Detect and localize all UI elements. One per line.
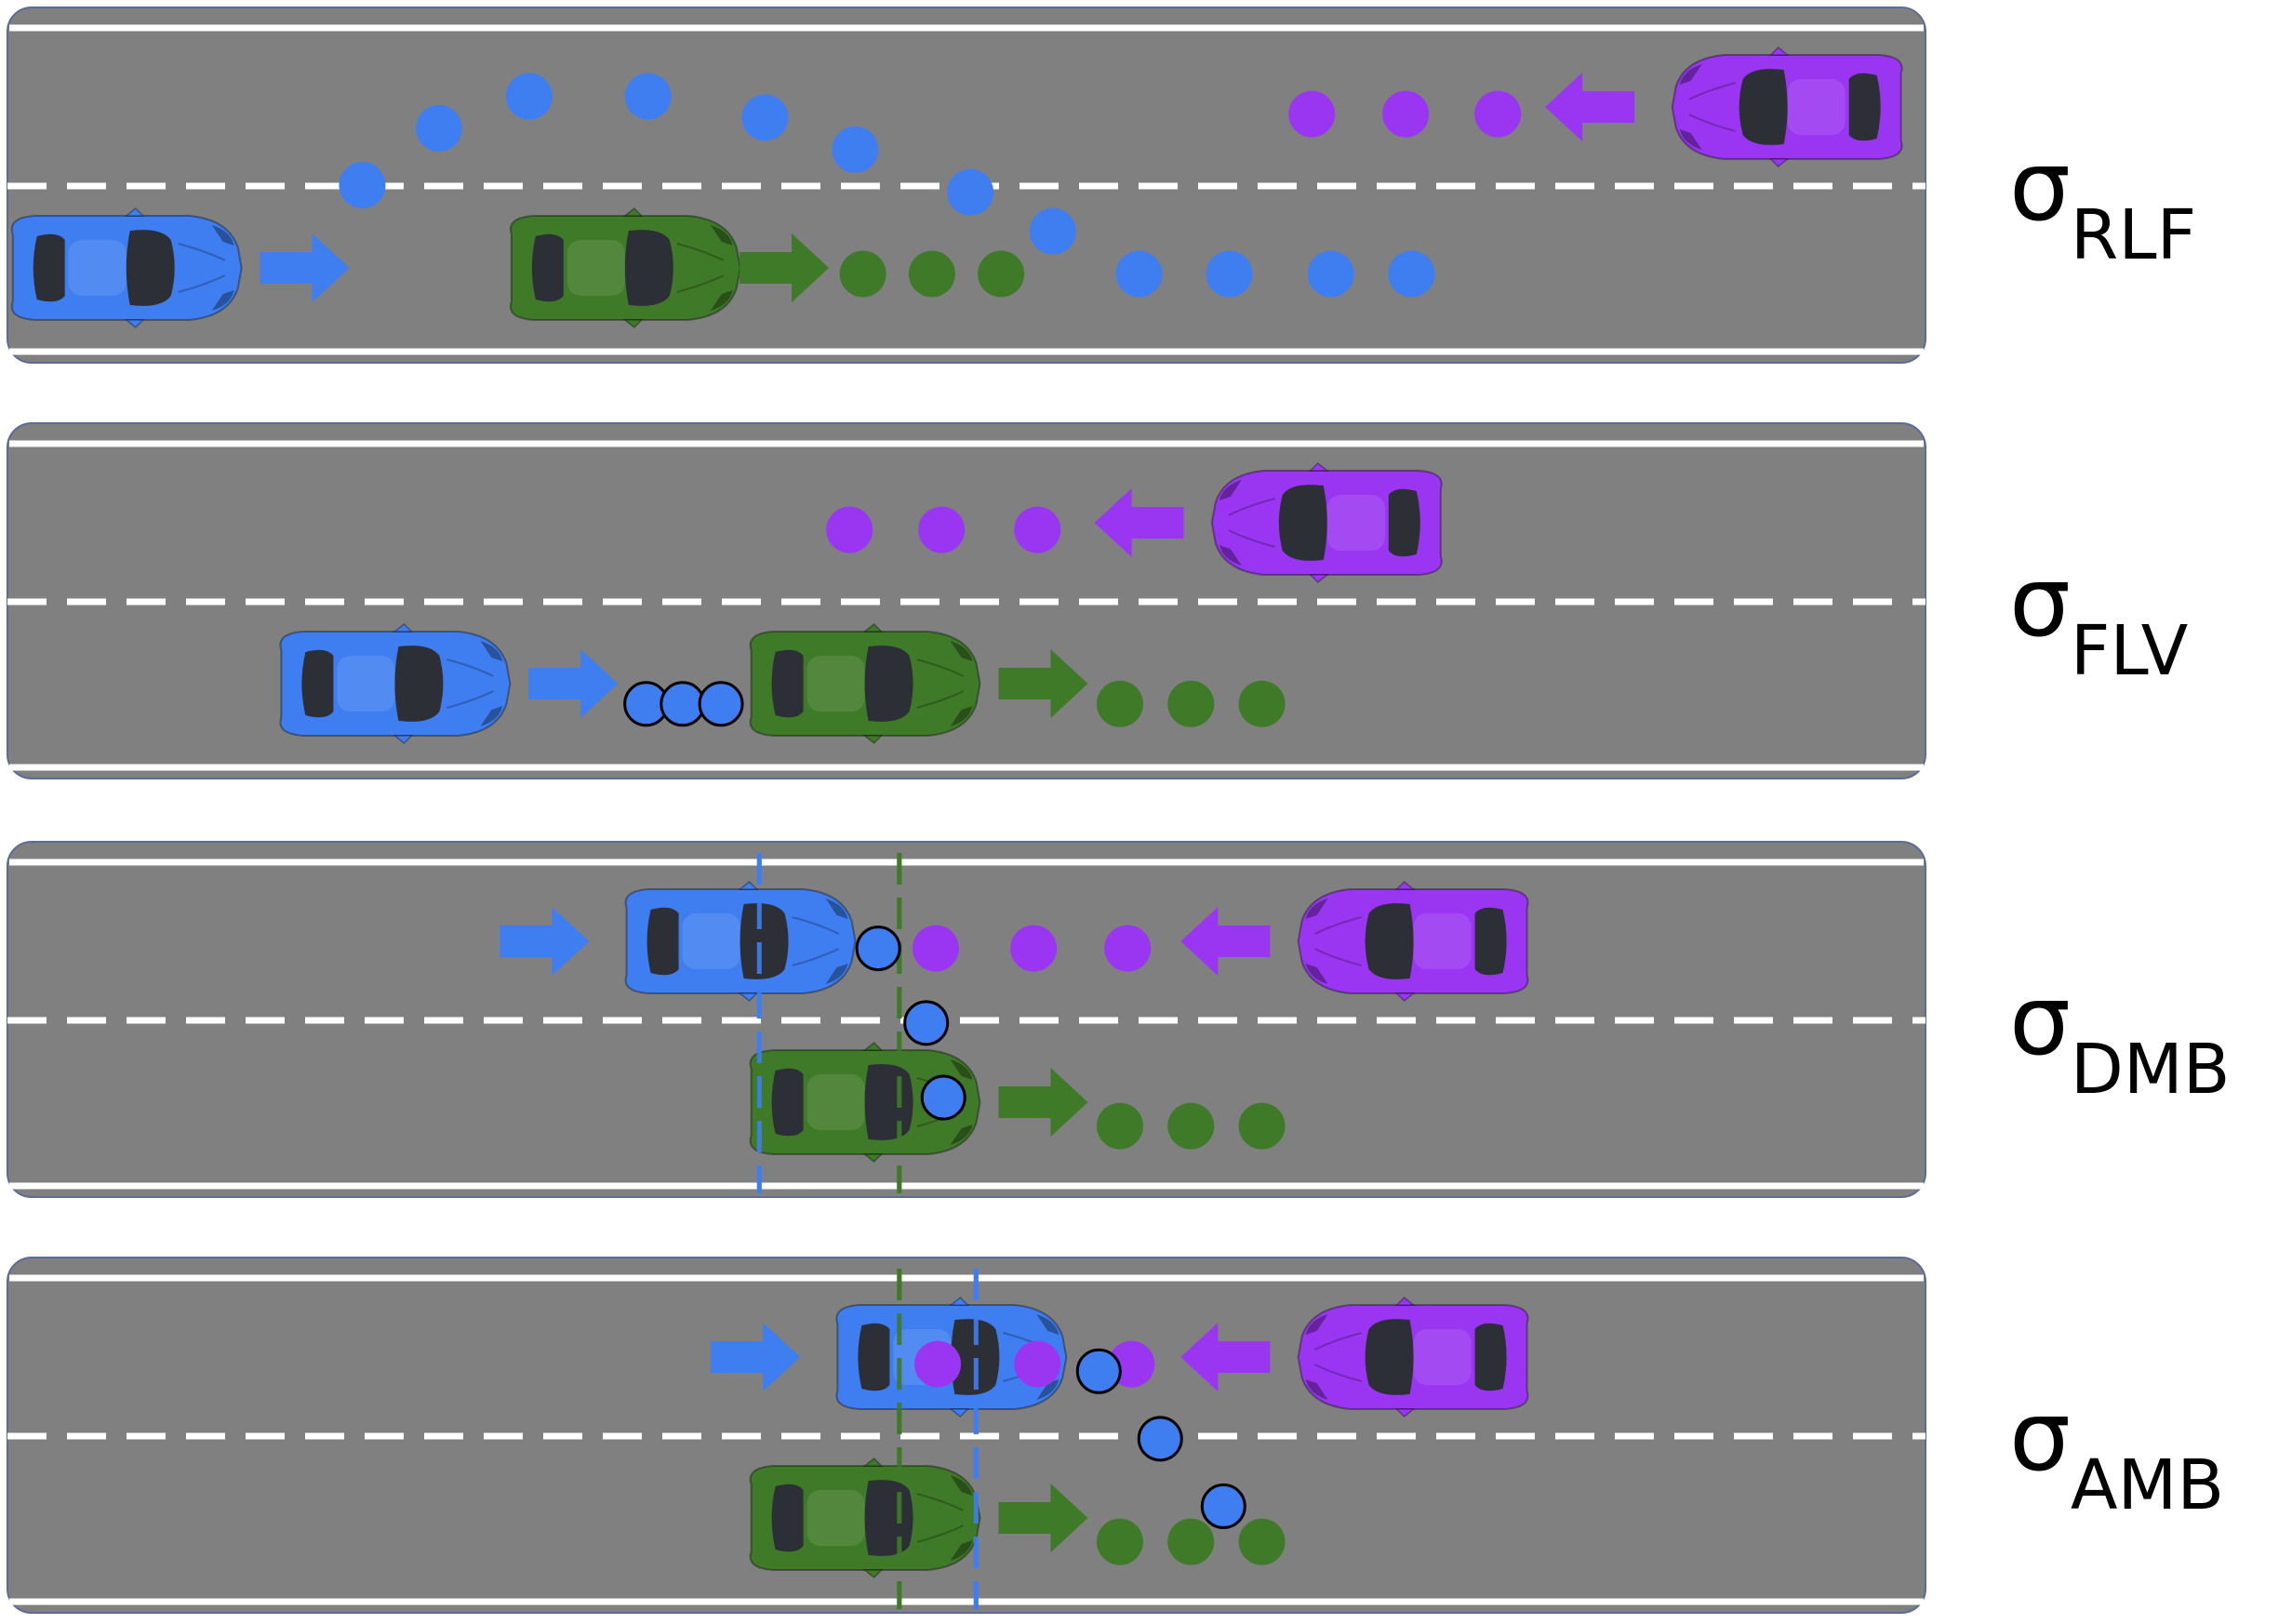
scenario-label-rlf: σRLF xyxy=(2009,129,2196,275)
purple-trajectory-point xyxy=(913,925,960,972)
blue-trajectory-point xyxy=(1200,1483,1246,1529)
panel-rlf: σRLF xyxy=(7,7,2196,364)
green-direction-arrow xyxy=(998,1484,1088,1552)
label-sigma: σ xyxy=(2009,1379,2071,1493)
blue-trajectory-point xyxy=(947,168,994,216)
green-car xyxy=(509,206,741,329)
purple-direction-arrow xyxy=(1180,1323,1271,1391)
blue-trajectory-point xyxy=(1115,250,1163,298)
purple-direction-arrow xyxy=(1545,73,1635,141)
green-trajectory-point xyxy=(1238,1102,1286,1150)
label-subscript: FLV xyxy=(2071,611,2189,691)
blue-trajectory-point xyxy=(505,73,553,120)
purple-car xyxy=(1210,461,1443,584)
blue-trajectory-point xyxy=(1137,1416,1183,1462)
label-sigma: σ xyxy=(2009,545,2071,659)
purple-trajectory xyxy=(826,506,1061,553)
purple-car xyxy=(1297,880,1529,1003)
blue-trajectory-point xyxy=(339,162,386,208)
purple-direction-arrow xyxy=(1094,488,1184,557)
green-trajectory xyxy=(1096,1102,1286,1150)
green-trajectory-point xyxy=(1096,680,1143,727)
green-direction-arrow xyxy=(740,233,830,302)
blue-trajectory-point xyxy=(832,126,879,173)
blue-trajectory-point xyxy=(415,104,462,152)
blue-trajectory-point xyxy=(920,1074,966,1121)
label-subscript: AMB xyxy=(2071,1445,2224,1525)
blue-trajectory-point xyxy=(1388,250,1435,298)
blue-trajectory xyxy=(855,925,966,1121)
purple-trajectory xyxy=(913,925,1152,972)
green-trajectory-point xyxy=(978,250,1025,298)
blue-direction-arrow xyxy=(528,649,619,718)
green-car xyxy=(749,1041,981,1164)
purple-trajectory xyxy=(1288,90,1522,138)
label-sigma: σ xyxy=(2009,964,2071,1077)
blue-trajectory xyxy=(623,681,744,727)
green-trajectory xyxy=(839,250,1025,298)
blue-trajectory-point xyxy=(660,681,706,727)
panel-flv: σFLV xyxy=(7,422,2189,779)
green-trajectory-point xyxy=(908,250,955,298)
label-subscript: RLF xyxy=(2071,195,2196,275)
purple-trajectory xyxy=(914,1340,1155,1388)
purple-direction-arrow xyxy=(1180,907,1271,976)
green-trajectory-point xyxy=(1096,1518,1143,1565)
scenario-label-amb: σAMB xyxy=(2009,1379,2224,1525)
purple-trajectory-point xyxy=(918,506,966,553)
green-direction-arrow xyxy=(998,649,1088,718)
blue-trajectory xyxy=(339,73,1435,298)
blue-car xyxy=(624,880,857,1003)
green-trajectory-point xyxy=(1096,1102,1143,1150)
green-trajectory-point xyxy=(1238,680,1286,727)
blue-trajectory-point xyxy=(1307,250,1354,298)
blue-trajectory-point xyxy=(741,94,789,141)
green-car xyxy=(749,622,981,745)
purple-trajectory-point xyxy=(1474,90,1522,138)
label-subscript: DMB xyxy=(2071,1030,2231,1110)
blue-direction-arrow xyxy=(500,907,590,976)
blue-trajectory-point xyxy=(698,681,744,727)
blue-car xyxy=(279,622,512,745)
green-trajectory-point xyxy=(839,250,886,298)
blue-direction-arrow xyxy=(711,1323,801,1391)
blue-trajectory xyxy=(1075,1348,1246,1529)
purple-trajectory-point xyxy=(1014,506,1061,553)
blue-direction-arrow xyxy=(260,233,350,302)
green-trajectory-point xyxy=(1238,1518,1286,1565)
purple-trajectory-point xyxy=(1382,90,1430,138)
purple-trajectory-point xyxy=(1014,1340,1061,1388)
blue-trajectory-point xyxy=(1029,207,1076,255)
purple-trajectory-point xyxy=(914,1340,962,1388)
blue-trajectory-point xyxy=(624,73,672,120)
blue-trajectory-point xyxy=(1075,1348,1122,1394)
scenario-label-flv: σFLV xyxy=(2009,545,2189,691)
green-trajectory-point xyxy=(1167,1518,1215,1565)
purple-car xyxy=(1671,46,1903,168)
purple-trajectory-point xyxy=(1104,925,1152,972)
green-trajectory-point xyxy=(1167,680,1215,727)
purple-trajectory-point xyxy=(1010,925,1058,972)
panel-amb: σAMB xyxy=(7,1257,2224,1614)
purple-trajectory-point xyxy=(826,506,873,553)
label-sigma: σ xyxy=(2009,129,2071,243)
green-car xyxy=(749,1457,981,1579)
purple-trajectory-point xyxy=(1288,90,1336,138)
purple-car xyxy=(1297,1296,1529,1418)
blue-trajectory-point xyxy=(1206,250,1253,298)
green-direction-arrow xyxy=(998,1068,1088,1137)
blue-trajectory-point xyxy=(855,925,901,972)
panel-dmb: σDMB xyxy=(7,841,2231,1198)
scenario-label-dmb: σDMB xyxy=(2009,964,2231,1110)
blue-trajectory-point xyxy=(903,1000,950,1046)
green-trajectory-point xyxy=(1167,1102,1215,1150)
blue-car xyxy=(10,206,243,329)
green-trajectory xyxy=(1096,1518,1286,1565)
green-trajectory xyxy=(1096,680,1286,727)
